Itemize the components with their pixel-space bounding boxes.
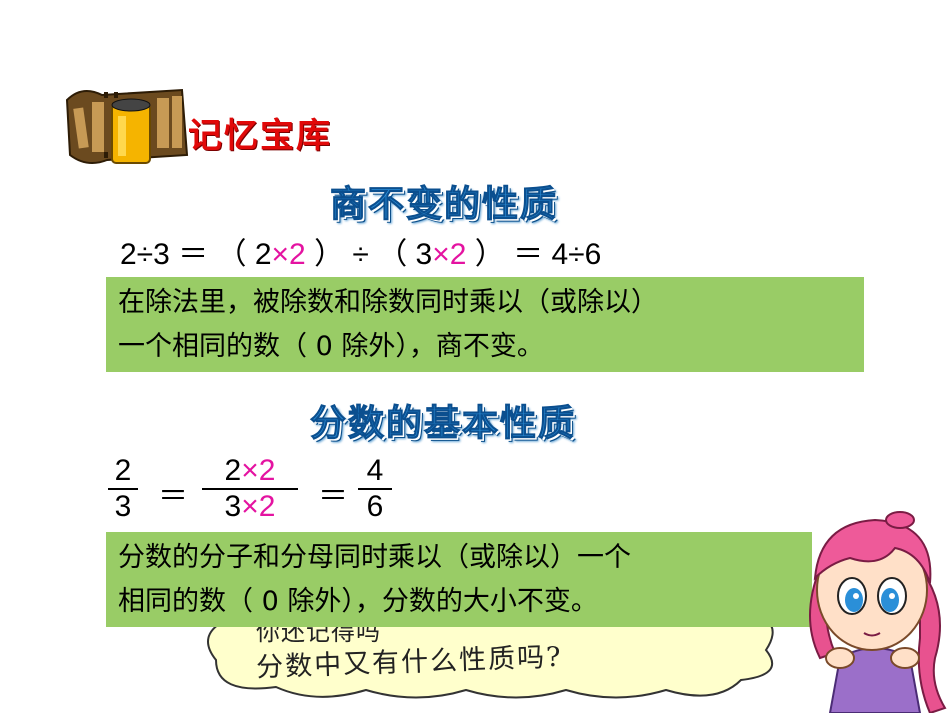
cartoon-girl-illustration (809, 511, 947, 713)
numerator: 2×2 (202, 456, 298, 486)
denominator-multiplier: ×2 (241, 490, 276, 523)
denominator: 3 (114, 490, 132, 523)
division-formula: 2÷3 ＝ （ 2×2 ） ÷ （ 3×2 ） ＝ 4÷6 (120, 229, 601, 273)
fraction-rule-box: 分数的分子和分母同时乘以（或除以）一个 相同的数（ 0 除外），分数的大小不变。 (106, 532, 812, 627)
fraction-bar (202, 488, 298, 490)
rule-line: 在除法里，被除数和除数同时乘以（或除以） (118, 287, 658, 318)
numerator-multiplier: ×2 (241, 454, 276, 487)
fraction-bar (358, 488, 392, 490)
film-reel-icon (65, 88, 189, 165)
formula-part: ） ÷ （ 3 (305, 238, 433, 271)
denominator-value: 3 (224, 490, 242, 523)
formula-multiplier: ×2 (271, 238, 306, 271)
rule-line: 相同的数（ 0 除外），分数的大小不变。 (118, 586, 598, 617)
numerator-value: 2 (224, 454, 242, 487)
fraction-bar (108, 488, 138, 490)
quotient-rule-box: 在除法里，被除数和除数同时乘以（或除以） 一个相同的数（ 0 除外），商不变。 (106, 277, 864, 372)
formula-part: 2÷3 ＝ （ 2 (120, 238, 272, 271)
equals-sign: ＝ (318, 480, 348, 513)
section-title-quotient-property: 商不变的性质 (329, 183, 559, 226)
fraction-multiplied: 2×2 3×2 (202, 456, 298, 522)
denominator: 3×2 (202, 492, 298, 522)
section-title-fraction-property: 分数的基本性质 (309, 402, 577, 445)
denominator: 6 (366, 490, 384, 523)
numerator: 2 (114, 454, 132, 487)
rule-line: 分数的分子和分母同时乘以（或除以）一个 (118, 542, 631, 573)
fraction-4-6: 4 6 (358, 456, 392, 522)
page-heading: 记忆宝库 (188, 116, 332, 156)
fraction-2-3: 2 3 (108, 456, 138, 522)
numerator: 4 (366, 454, 384, 487)
equals-sign: ＝ (158, 480, 188, 513)
rule-line: 一个相同的数（ 0 除外），商不变。 (118, 331, 544, 362)
formula-multiplier: ×2 (432, 238, 467, 271)
formula-part: ） ＝ 4÷6 (466, 238, 602, 271)
